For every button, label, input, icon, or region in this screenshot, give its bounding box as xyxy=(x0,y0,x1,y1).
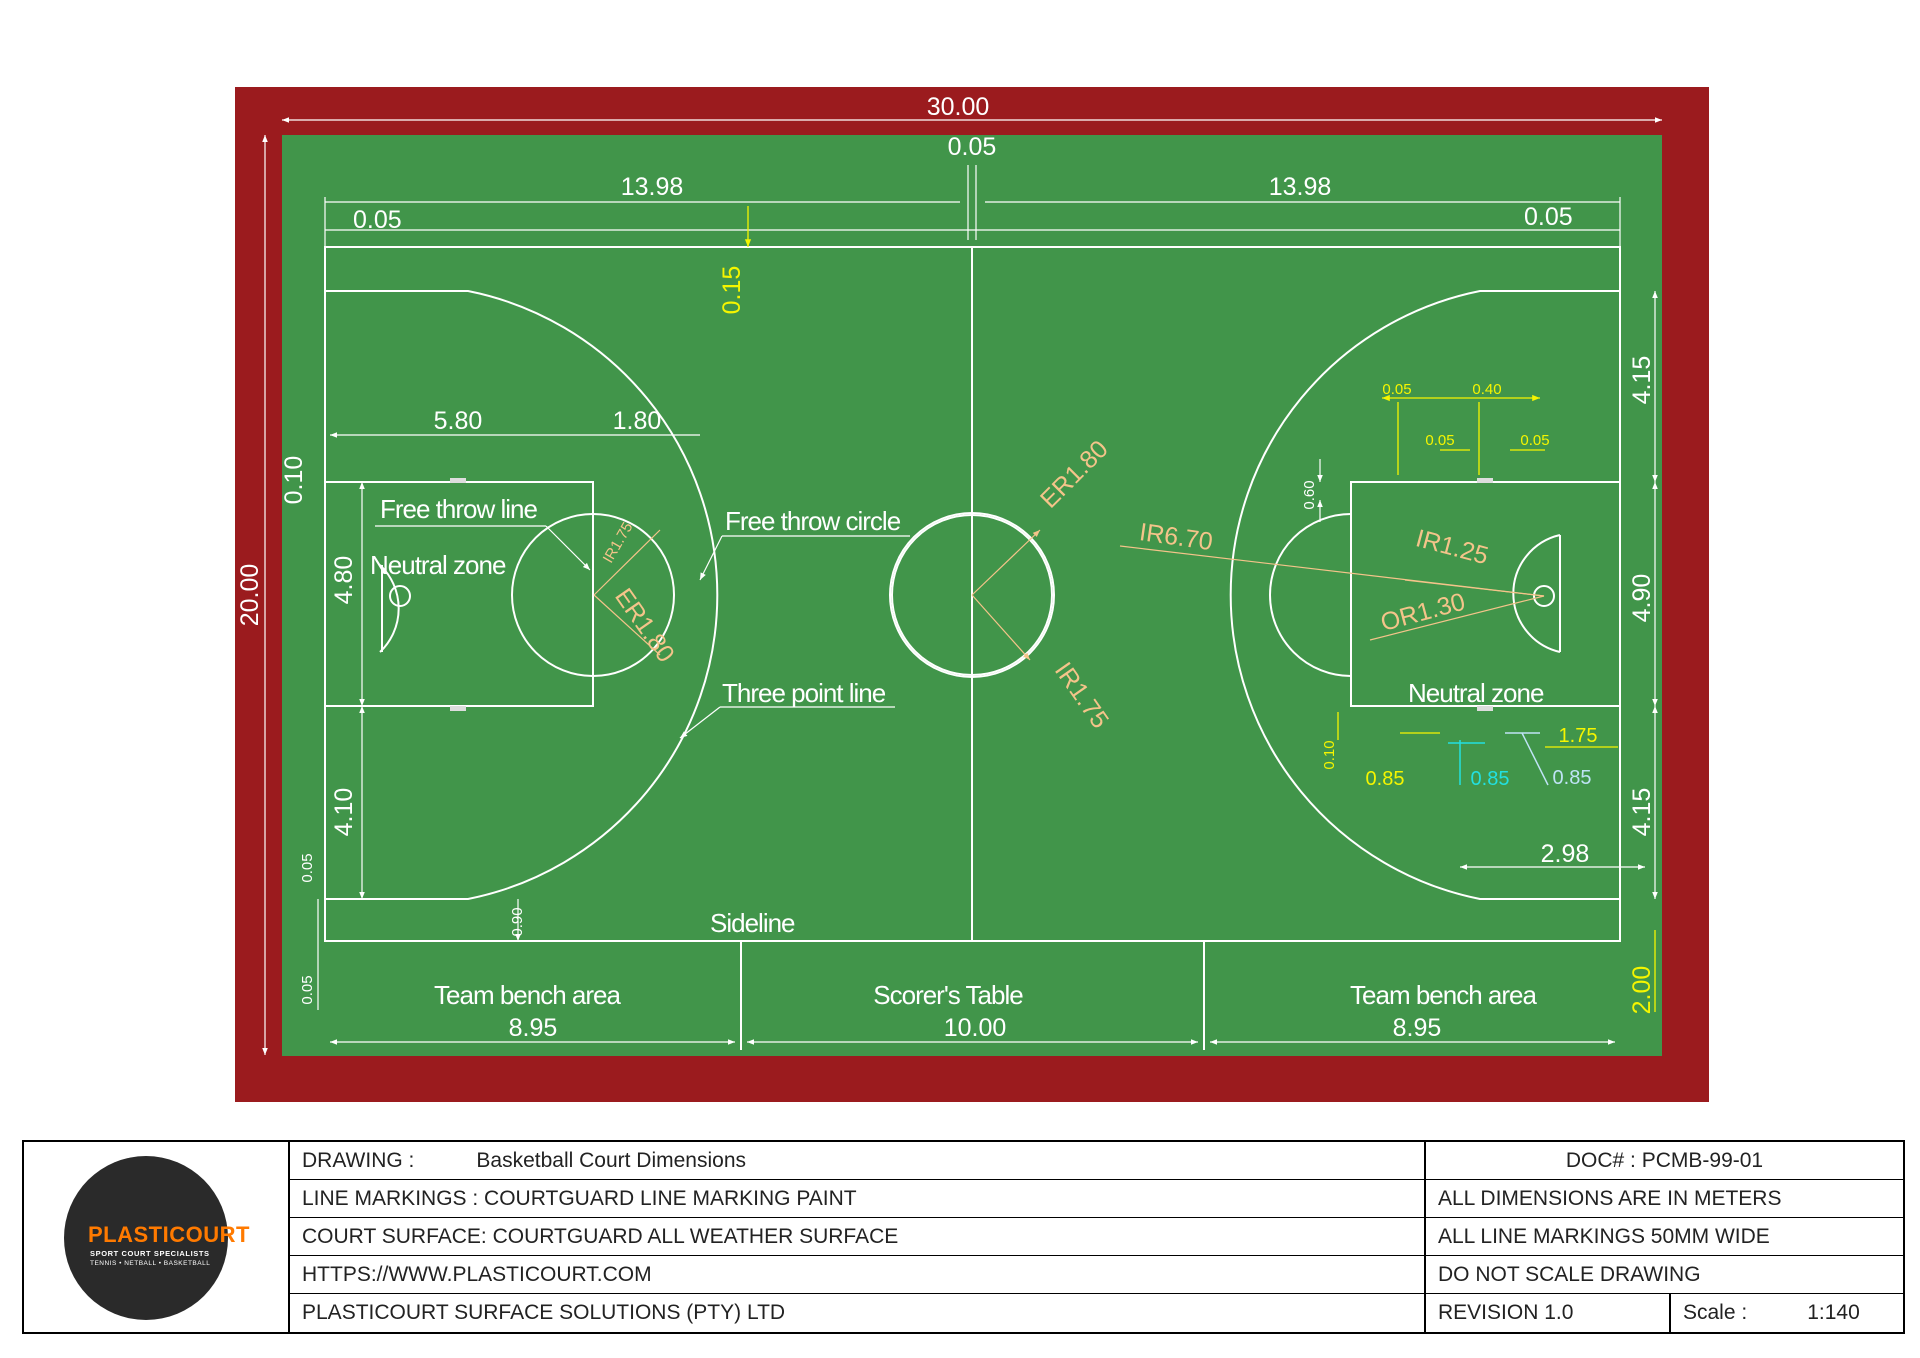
dim-key-width-left: 4.80 xyxy=(330,556,358,605)
logo-sports: TENNIS • NETBALL • BASKETBALL xyxy=(90,1260,211,1267)
logo-tagline: SPORT COURT SPECIALISTS xyxy=(90,1249,210,1258)
dim-left-end-line: 0.05 xyxy=(353,206,402,234)
dim-right-half: 13.98 xyxy=(1269,173,1332,201)
company-name: PLASTICOURT SURFACE SOLUTIONS (PTY) LTD xyxy=(302,1301,786,1324)
tb-row-website: HTTPS://WWW.PLASTICOURT.COM DO NOT SCALE… xyxy=(290,1256,1903,1294)
label-free-throw-line: Free throw line xyxy=(380,494,537,524)
dim-space-b: 0.85 xyxy=(1471,768,1510,790)
right-ft-circle xyxy=(1269,513,1352,677)
dim-space-d: 1.75 xyxy=(1559,725,1598,747)
doc-number: DOC# : PCMB-99-01 xyxy=(1565,1148,1764,1172)
dim-mark-c: 0.05 xyxy=(1425,432,1454,449)
dim-key-to-ft-circle: 1.80 xyxy=(613,407,662,435)
dim-key-length: 5.80 xyxy=(434,407,483,435)
logo-panel: PLASTICOURT SPORT COURT SPECIALISTS TENN… xyxy=(24,1142,290,1332)
label-three-point-line: Three point line xyxy=(722,678,886,708)
drawing-title: Basketball Court Dimensions xyxy=(476,1148,747,1172)
center-circle-outer xyxy=(889,512,1055,678)
label-free-throw-circle: Free throw circle xyxy=(725,506,901,536)
right-three-point xyxy=(1229,290,1620,900)
label-scorers-table: Scorer's Table xyxy=(873,980,1023,1010)
dim-mark-d: 0.05 xyxy=(1520,432,1549,449)
tb-divider xyxy=(1424,1142,1426,1332)
cyan-dims xyxy=(1448,740,1485,785)
label-team-bench-left: Team bench area xyxy=(434,980,621,1010)
tb-row-drawing: DRAWING : Basketball Court Dimensions DO… xyxy=(290,1142,1903,1180)
court-surface: COURT SURFACE: COURTGUARD ALL WEATHER SU… xyxy=(302,1224,899,1248)
dim-bench-left: 8.95 xyxy=(509,1014,558,1042)
scale-value: 1:140 xyxy=(1807,1301,1860,1324)
dim-overall-width: 20.00 xyxy=(236,564,264,627)
tb-row-company: PLASTICOURT SURFACE SOLUTIONS (PTY) LTD … xyxy=(290,1294,1903,1332)
dimension-lines xyxy=(262,117,1662,1055)
left-ft-circle xyxy=(592,513,675,677)
dim-right-upper-side: 4.15 xyxy=(1628,356,1656,405)
radius-leaders xyxy=(593,529,1545,661)
dim-overall-length: 30.00 xyxy=(927,93,990,121)
left-basket xyxy=(389,585,411,607)
drawing-label: DRAWING : xyxy=(302,1148,415,1172)
plasticourt-logo xyxy=(64,1156,228,1320)
tb-row-line-markings: LINE MARKINGS : COURTGUARD LINE MARKING … xyxy=(290,1180,1903,1218)
dim-mark-b: 0.40 xyxy=(1472,381,1501,398)
dim-lower-side-left: 4.10 xyxy=(330,788,358,837)
dim-corner-offset: 0.90 xyxy=(509,907,526,936)
tb-row-court-surface: COURT SURFACE: COURTGUARD ALL WEATHER SU… xyxy=(290,1218,1903,1256)
units-note: ALL DIMENSIONS ARE IN METERS xyxy=(1438,1186,1782,1210)
line-markings: LINE MARKINGS : COURTGUARD LINE MARKING … xyxy=(302,1186,857,1210)
dim-left-half: 13.98 xyxy=(621,173,684,201)
label-neutral-zone-right: Neutral zone xyxy=(1408,678,1544,708)
court-drawing: 30.00 20.00 0.05 13.98 13.98 0.05 0.05 5… xyxy=(235,87,1709,1102)
dim-mark-a: 0.05 xyxy=(1382,381,1411,398)
center-circle-inner xyxy=(891,514,1053,676)
label-team-bench-right: Team bench area xyxy=(1350,980,1537,1010)
scale-label: Scale : xyxy=(1683,1301,1748,1324)
dim-right-key-width: 4.90 xyxy=(1628,574,1656,623)
dim-corner-three: 2.98 xyxy=(1541,840,1590,868)
right-basket xyxy=(1533,585,1555,607)
scale-cell: Scale : 1:140 xyxy=(1671,1294,1903,1332)
label-sideline: Sideline xyxy=(710,908,795,938)
dim-scorer: 10.00 xyxy=(944,1014,1007,1042)
dim-space-a: 0.85 xyxy=(1366,768,1405,790)
right-restricted-arc xyxy=(1512,534,1561,653)
revision: REVISION 1.0 xyxy=(1438,1301,1574,1324)
dim-right-lower-side: 4.15 xyxy=(1628,788,1656,837)
dim-left-line-a: 0.05 xyxy=(299,853,316,882)
left-restricted-arc xyxy=(379,564,400,653)
dim-bench-right: 8.95 xyxy=(1393,1014,1442,1042)
dim-space-c: 0.85 xyxy=(1553,767,1592,789)
title-block: PLASTICOURT SPORT COURT SPECIALISTS TENN… xyxy=(22,1140,1905,1334)
dim-right-key-offset: 0.60 xyxy=(1301,480,1318,509)
dim-left-line-b: 0.05 xyxy=(299,975,316,1004)
scale-note: DO NOT SCALE DRAWING xyxy=(1438,1262,1701,1286)
yellow-dims xyxy=(744,206,1656,1012)
website-link[interactable]: HTTPS://WWW.PLASTICOURT.COM xyxy=(302,1262,652,1286)
tb-drawing-cell: DRAWING : Basketball Court Dimensions xyxy=(290,1142,1426,1179)
label-neutral-zone-left: Neutral zone xyxy=(370,550,506,580)
lightblue-dims xyxy=(1505,732,1549,786)
tb-divider-scale xyxy=(1669,1294,1671,1332)
dim-bench-depth: 2.00 xyxy=(1628,966,1656,1015)
dim-right-bottom-offset: 0.10 xyxy=(1321,740,1338,769)
logo-wordmark: PLASTICOURT xyxy=(88,1222,250,1247)
dim-right-end-line: 0.05 xyxy=(1524,203,1573,231)
line-width-note: ALL LINE MARKINGS 50MM WIDE xyxy=(1438,1224,1770,1248)
left-ft-circle-inner xyxy=(511,513,594,677)
dim-line-offset: 0.15 xyxy=(718,266,746,315)
key-tick-marks xyxy=(450,478,1493,711)
dim-center-line-width: 0.05 xyxy=(948,133,997,161)
left-three-point xyxy=(325,290,719,900)
dim-left-top-offset: 0.10 xyxy=(280,456,308,505)
